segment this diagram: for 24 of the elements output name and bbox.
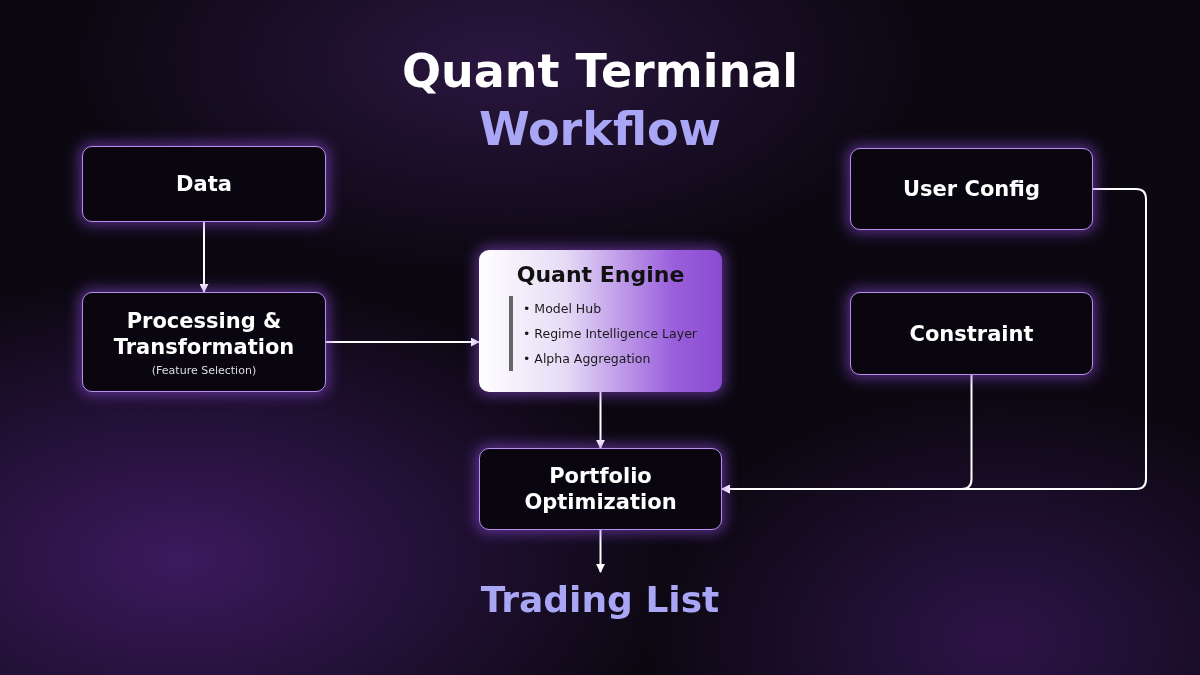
arrow	[721, 374, 973, 494]
box-label: Portfolio Optimization	[523, 463, 678, 515]
process-box	[82, 146, 326, 222]
process-box	[850, 148, 1093, 230]
card-heading: Quant Engine	[516, 262, 685, 288]
engine-card	[479, 250, 722, 392]
process-box	[82, 292, 326, 392]
arrow	[596, 391, 605, 449]
process-box	[479, 448, 722, 530]
title-text: Workflow	[477, 101, 723, 158]
box-sublabel: (Feature Selection)	[151, 363, 257, 377]
box-label: Constraint	[909, 320, 1034, 347]
box-label: Data	[176, 171, 232, 197]
arrow	[596, 529, 605, 573]
output-label: Trading List	[480, 578, 720, 622]
box-label: User Config	[903, 176, 1040, 202]
box-label: Processing & Transformation	[112, 307, 296, 360]
arrow	[325, 337, 480, 347]
list-item: • Regime Intelligence Layer	[523, 325, 697, 343]
title-text: Quant Terminal	[400, 43, 800, 100]
arrow	[199, 221, 209, 293]
list-item: • Model Hub	[523, 300, 603, 318]
process-box	[850, 292, 1093, 375]
list-item: • Alpha Aggregation	[523, 350, 652, 368]
